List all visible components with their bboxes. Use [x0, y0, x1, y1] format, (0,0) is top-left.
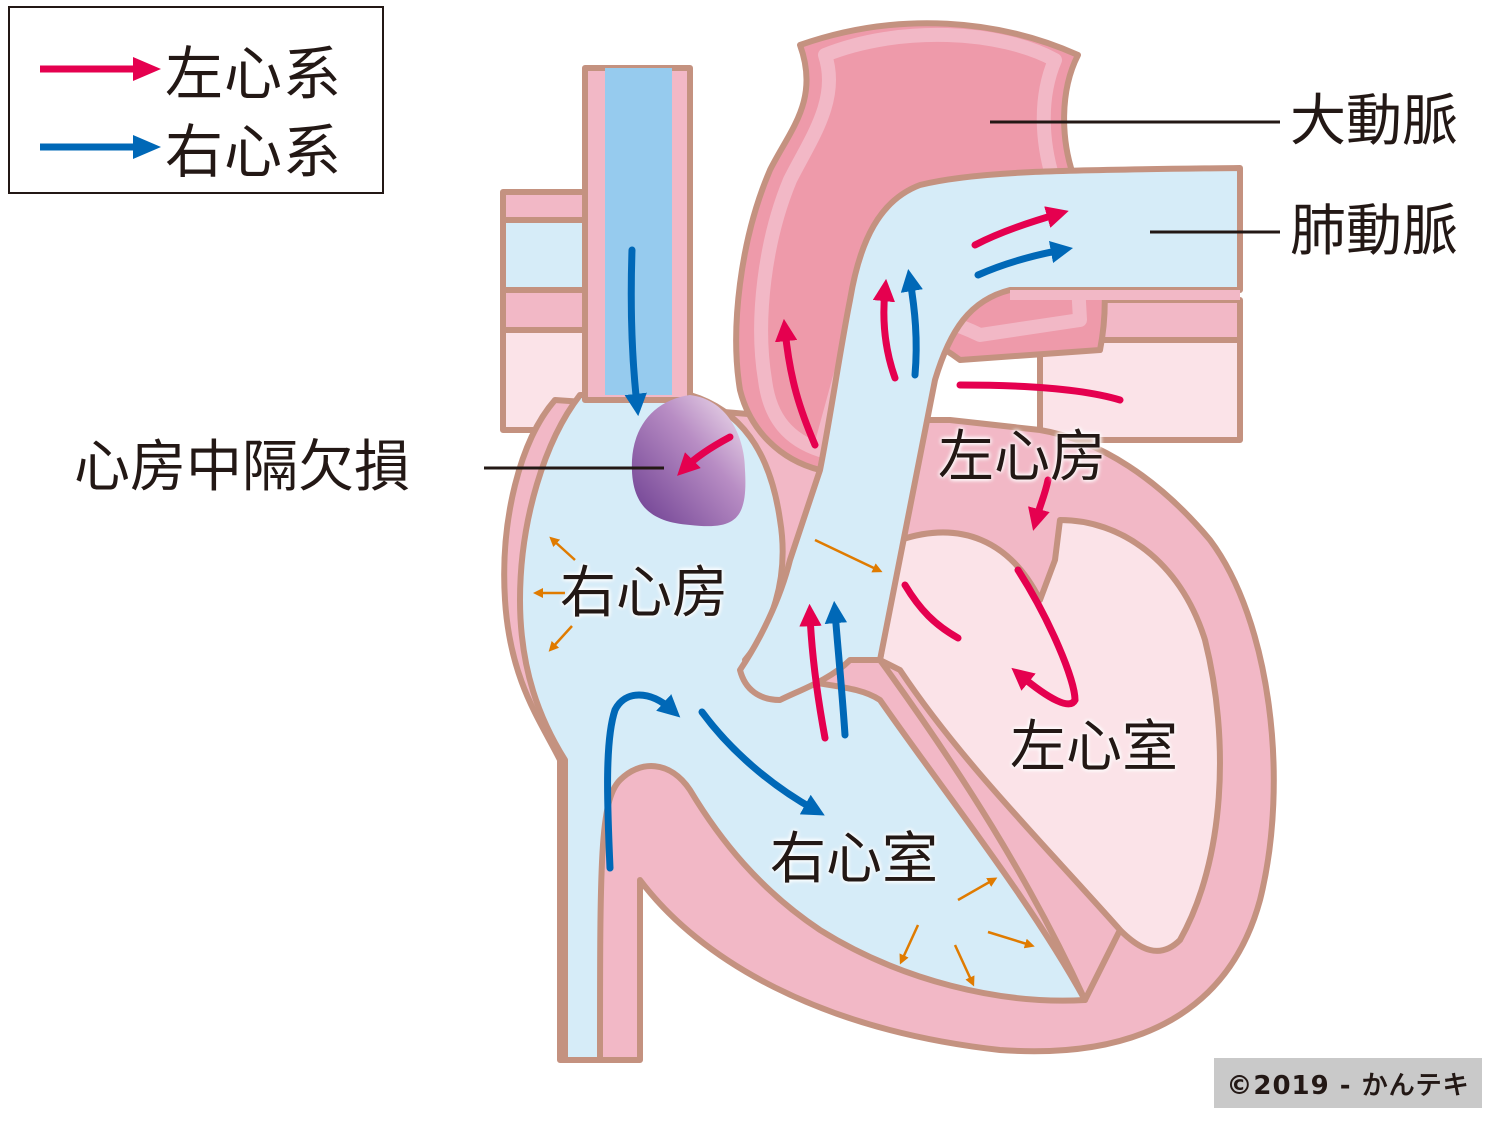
interventricular-septum: [877, 657, 1123, 1003]
legend-item-right-system: 右心系: [38, 112, 342, 186]
legend: 左心系 右心系: [8, 6, 384, 194]
right-atrium-label: 右心房: [560, 561, 728, 626]
red-arrow-la-in: [956, 381, 1124, 404]
right-vessel-pink: [1037, 337, 1243, 443]
blue-arrow-ivc: [604, 691, 681, 872]
red-arrow-icon: [40, 57, 161, 81]
blue-arrow-pa-1: [974, 241, 1074, 279]
red-arrow-mitral: [901, 581, 962, 642]
blue-arrow-icon: [40, 135, 161, 159]
asd-label: 心房中隔欠損: [74, 435, 410, 500]
right-ventricle-label: 右心室: [770, 827, 938, 892]
blue-arrow-tricuspid: [698, 708, 825, 816]
left-system-arrows: [677, 206, 1124, 742]
left-ventricle-label: 左心室: [1010, 715, 1178, 780]
red-arrow-asd: [677, 433, 734, 476]
red-arrow-aorta: [774, 318, 819, 449]
pulmonary-artery-label: 肺動脈: [1290, 199, 1458, 264]
aorta-label: 大動脈: [1290, 89, 1458, 154]
leader-lines: [484, 120, 1280, 470]
red-arrow-pa-2: [872, 278, 899, 382]
red-arrow-rv-out: [799, 603, 829, 742]
blue-arrow-pa-2: [900, 268, 923, 379]
blue-arrow-svc: [624, 246, 647, 417]
left-atrium-label: 左心房: [938, 425, 1106, 490]
superior-vena-cava-lumen: [605, 68, 672, 395]
red-arrow-la-down: [1028, 476, 1052, 531]
legend-label: 左心系: [165, 40, 343, 108]
legend-item-left-system: 左心系: [38, 34, 342, 108]
red-arrow-lv: [1011, 566, 1079, 708]
copyright-badge: ©2019 - かんテキ: [1214, 1058, 1482, 1108]
red-arrow-pa-1: [971, 206, 1069, 249]
legend-label: 右心系: [165, 118, 343, 186]
blue-arrow-rv-out: [824, 600, 849, 739]
pressure-arrows: [533, 536, 1035, 987]
right-system-arrows: [604, 241, 1074, 872]
pulmonary-artery-right-wall: [1010, 290, 1240, 300]
